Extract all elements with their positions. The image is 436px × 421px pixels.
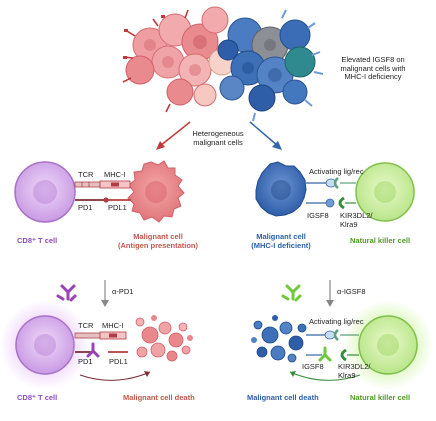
dying-tumor-cell-fragments (135, 315, 193, 362)
left-after (0, 300, 193, 390)
natural-killer-cell (355, 162, 415, 222)
tumor-death-label-left: Malignant cell death (123, 393, 195, 402)
mhc-deficient-tumor-cell (255, 161, 307, 217)
igsf8-label: IGSF8 (307, 211, 329, 220)
kir3dl2-label: KIR3DL2/ Klra9 (340, 211, 373, 229)
anti-igsf8-antibody-icon (281, 284, 302, 302)
activating-label: Activating lig/rec (309, 167, 364, 176)
igsf8-blocked (306, 346, 359, 362)
tcr-label: TCR (78, 170, 94, 179)
tumor-label-right: Malignant cell (MHC-I deficient) (251, 232, 311, 250)
treatment-left: α-PD1 (112, 287, 134, 296)
pd1-pdl1-complex (75, 197, 131, 203)
tumor-label-left: Malignant cell (Antigen presentation) (118, 232, 198, 250)
kir3dl2-label-after: KIR3DL2/ Klra9 (338, 362, 371, 380)
tcell-label-after: CD8⁺ T cell (17, 393, 58, 402)
igsf8-label-after: IGSF8 (302, 362, 324, 371)
tcr-label-after: TCR (78, 321, 94, 330)
antigen-presenting-tumor-cell (127, 160, 185, 223)
cd8-t-cell (14, 161, 76, 223)
pdl1-label: PDL1 (108, 203, 127, 212)
tcr-mhc-complex-after (74, 331, 127, 340)
left-before (14, 160, 185, 223)
pdl1-label-after: PDL1 (109, 357, 128, 366)
mhc-label: MHC-I (104, 170, 126, 179)
activated-cd8-t-cell (15, 315, 75, 375)
activating-ligand-receptor (306, 177, 356, 189)
pd1-blocked (75, 342, 128, 358)
treatment-right: α-IGSF8 (337, 287, 366, 296)
pd1-label-after: PD1 (78, 357, 93, 366)
right-before (255, 161, 415, 222)
mhc-label-after: MHC-I (102, 321, 124, 330)
right-after (251, 300, 433, 390)
top-annotation: Elevated IGSF8 on malignant cells with M… (340, 55, 406, 82)
activating-label-after: Activating lig/rec (309, 317, 364, 326)
tumor-death-label-right: Malignant cell death (247, 393, 319, 402)
pd1-label: PD1 (78, 203, 93, 212)
treatment-arrows (101, 280, 334, 307)
tcr-mhc-complex (74, 180, 131, 189)
dying-blue-tumor-fragments (251, 315, 307, 363)
tcell-label: CD8⁺ T cell (17, 236, 58, 245)
anti-pd1-antibody-icon (56, 284, 77, 302)
nk-label: Natural killer cell (350, 236, 411, 245)
igsf8-kir3dl2-complex (306, 196, 356, 210)
heterogeneous-tumor-cluster (122, 6, 324, 122)
mhc-deficient-tumor-cells (217, 9, 324, 122)
activated-natural-killer-cell (358, 315, 418, 375)
nk-label-after: Natural killer cell (350, 393, 411, 402)
activating-ligand-receptor-after (306, 329, 359, 341)
antigen-presenting-tumor-cells (122, 6, 236, 113)
split-arrows (156, 121, 282, 150)
split-label: Heterogeneous malignant cells (192, 129, 244, 147)
